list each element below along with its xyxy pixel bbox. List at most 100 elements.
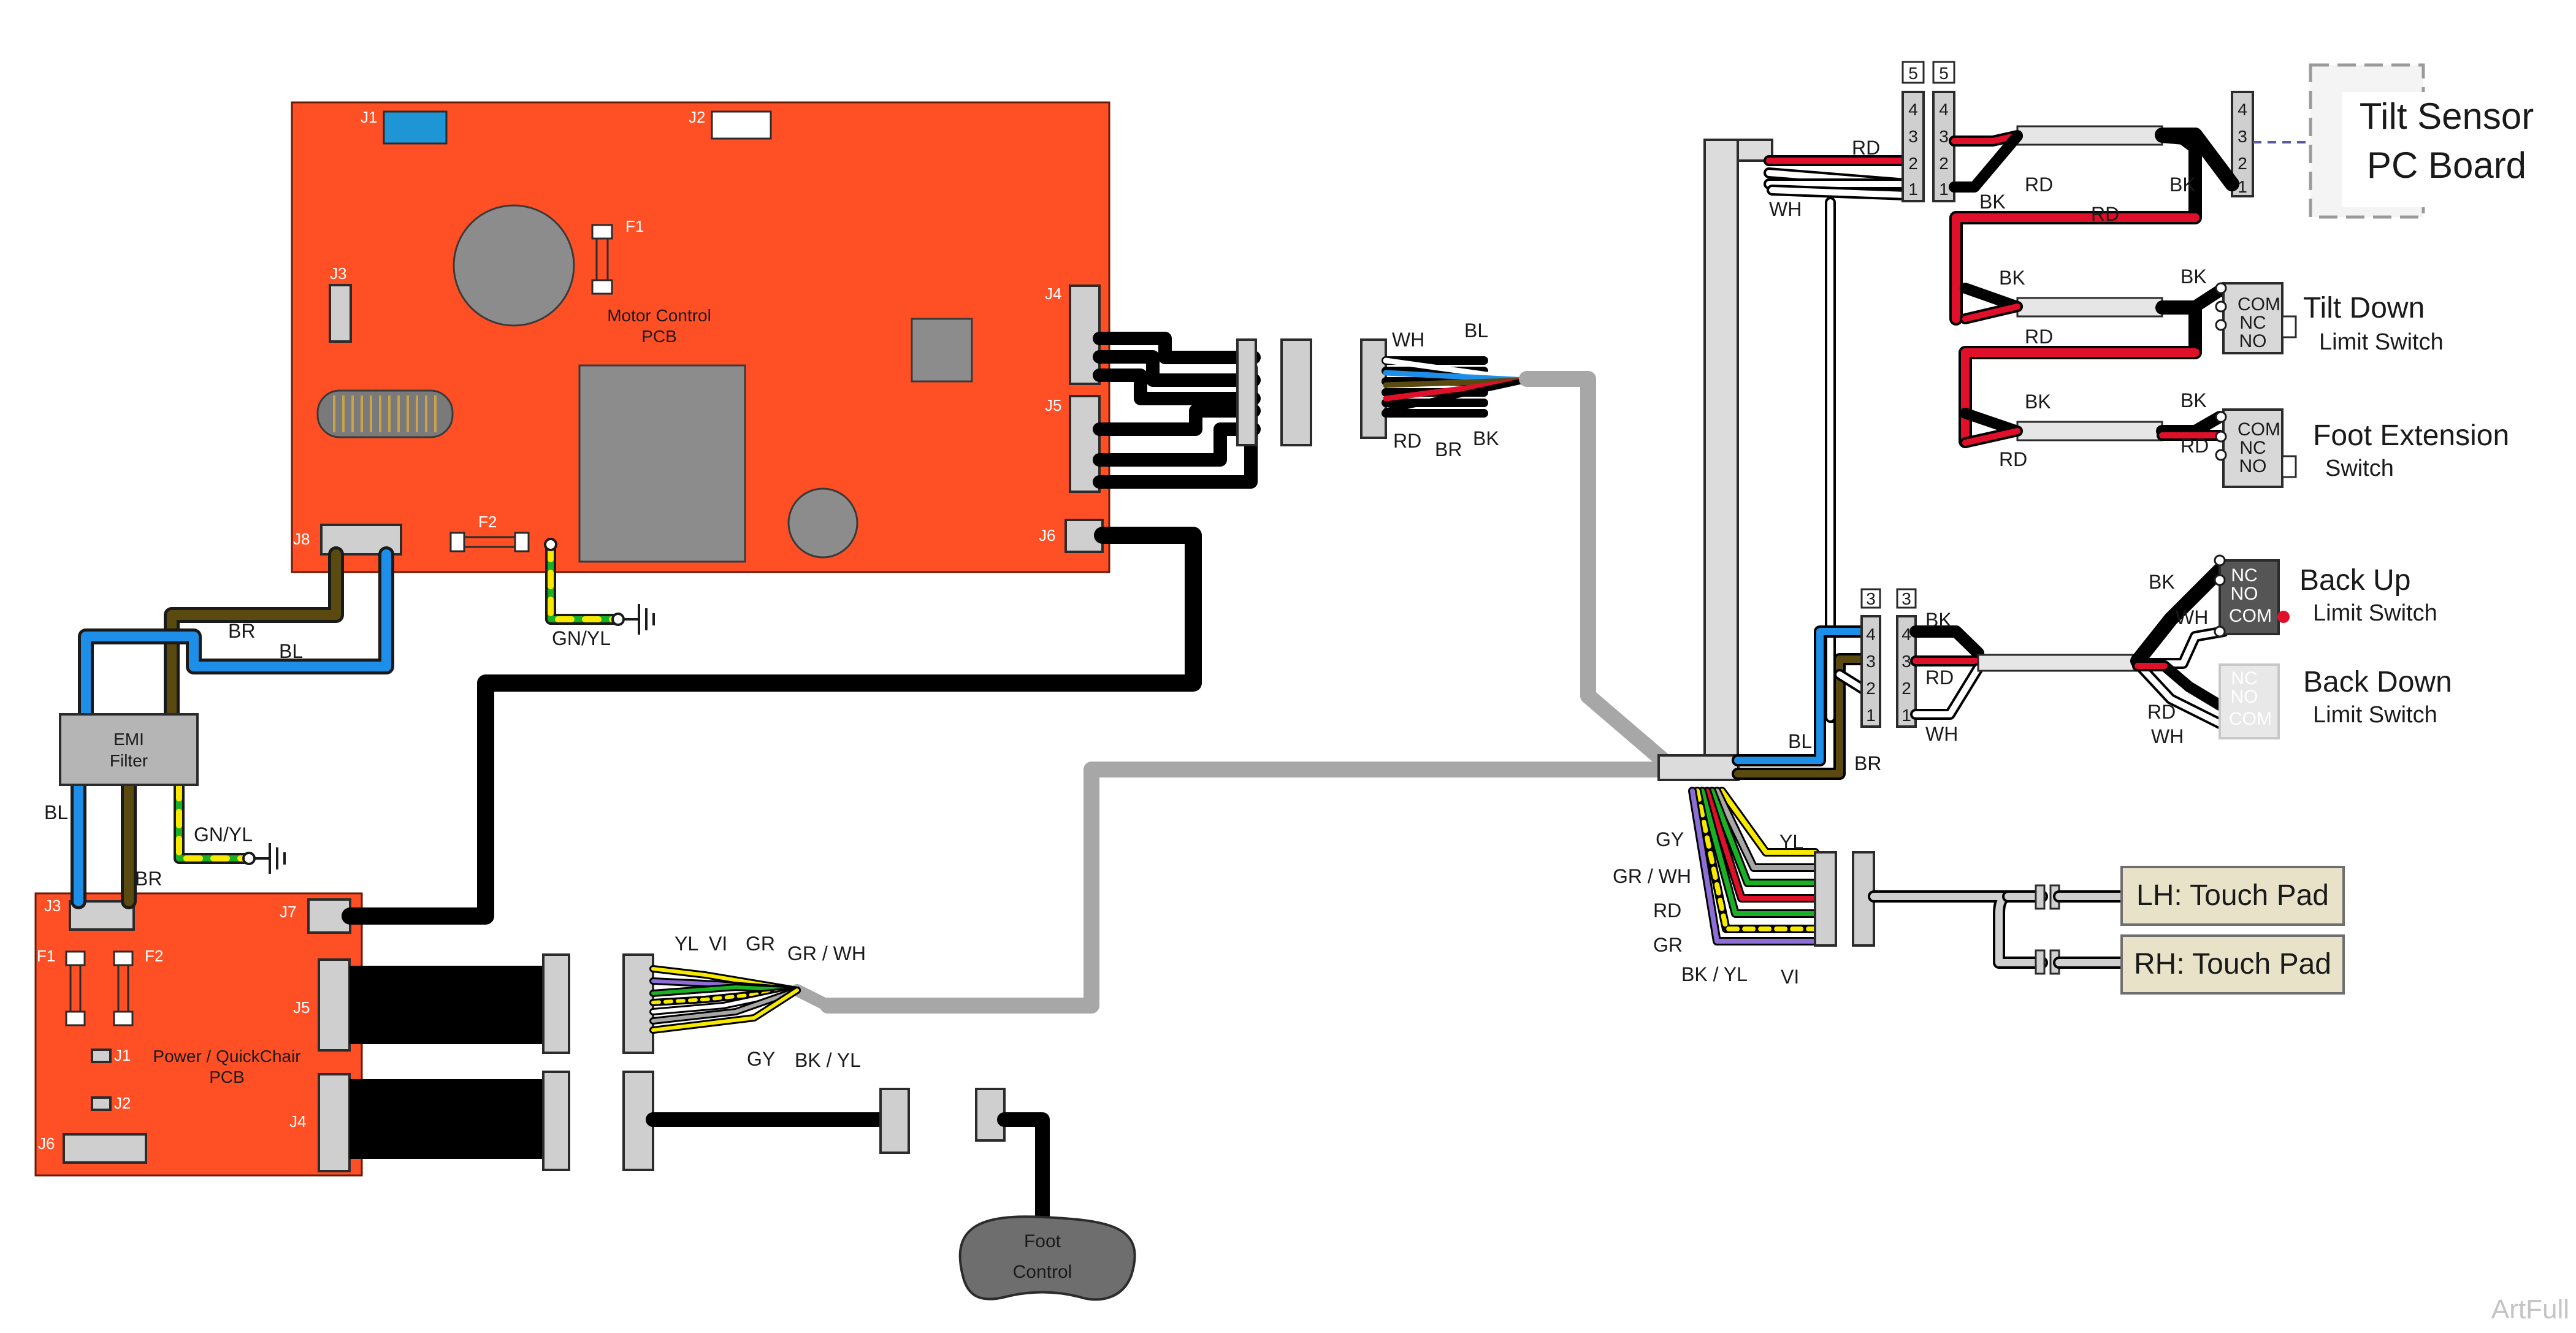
- tilt-sensor-title-line1: Tilt Sensor: [2360, 96, 2534, 137]
- back-up-name: Back Up: [2299, 564, 2410, 597]
- foot-control: Foot Control: [958, 1215, 1136, 1301]
- wire-label-rd: RD: [1925, 666, 1954, 689]
- pin-label: 3: [1908, 127, 1918, 146]
- motor-pcb-j2-connector: [711, 110, 772, 140]
- wire-label-gr: GR: [746, 933, 775, 955]
- motor-pcb-j1-label: J1: [361, 108, 377, 126]
- wire-label-rd: RD: [1999, 448, 2027, 470]
- touch-pad-harness: [1688, 787, 2128, 975]
- wire-label-gn-yl: GN/YL: [194, 823, 253, 846]
- tilt-down-limit-switch: COM NC NO Tilt Down Limit Switch: [2215, 282, 2444, 355]
- foot-extension-switch: COM NC NO Foot Extension Switch: [2215, 408, 2509, 488]
- touch-pad-harness-plug: [1814, 851, 1837, 947]
- watermark-text: ArtFull: [2491, 1294, 2569, 1324]
- motor-pcb-j5-connector: [1069, 395, 1101, 493]
- motor-pcb-j3-connector: [329, 284, 352, 343]
- pin-label: 4: [1901, 625, 1911, 644]
- pin-label: 2: [1901, 679, 1911, 698]
- tilt-down-sub: Limit Switch: [2319, 329, 2444, 355]
- foot-control-cable: [646, 1088, 1050, 1234]
- pin-label: 3: [1866, 652, 1876, 671]
- wire-label-bk: BK: [1925, 609, 1952, 631]
- wire-label-bl: BL: [1464, 319, 1488, 342]
- motor-pcb-title-line1: Motor Control: [607, 306, 711, 325]
- terminal-nc: NC: [2231, 668, 2257, 689]
- motor-to-power-cable: [342, 527, 1202, 925]
- power-pcb-fuse-f1: [65, 950, 86, 1026]
- wire-label-bk: BK: [1979, 191, 2006, 213]
- wire-label-br: BR: [1854, 752, 1881, 774]
- power-pcb-j2-connector: [91, 1096, 112, 1111]
- wire-label-bl: BL: [1788, 730, 1812, 752]
- foot-cable-plug: [879, 1088, 910, 1154]
- motor-harness: [1093, 332, 1530, 489]
- terminal-com: COM: [2229, 709, 2272, 729]
- wire-label-br: BR: [228, 620, 255, 642]
- back-switch-wiring: 3 3 4 3 2 1 4 3 2 1: [1732, 563, 2229, 780]
- wire-label-yl: YL: [675, 933, 698, 955]
- motor-pcb-j2-label: J2: [689, 108, 705, 126]
- pin-label: 1: [1908, 180, 1918, 199]
- wire-label-bk: BK: [2180, 389, 2207, 411]
- terminal-com: COM: [2229, 606, 2272, 626]
- wire-label-bk: BK: [1999, 267, 2025, 289]
- pin-label: 1: [1939, 180, 1949, 199]
- power-pcb-j3-label: J3: [44, 896, 61, 915]
- back-down-limit-switch: NC NO COM Back Down Limit Switch: [2219, 663, 2452, 739]
- motor-pcb-j3-label: J3: [330, 264, 346, 283]
- rh-touch-pad-label: RH: Touch Pad: [2134, 948, 2331, 980]
- wire-label-gr-wh: GR / WH: [787, 942, 866, 964]
- wire-label-rd: RD: [2147, 701, 2176, 723]
- wire-label-bk: BK: [2180, 265, 2207, 288]
- pin-label: 2: [1866, 679, 1876, 698]
- j5-cable-plug: [542, 953, 570, 1054]
- wire-label-gy: GY: [747, 1048, 775, 1070]
- pin-label: 3: [2238, 127, 2247, 146]
- terminal-no: NO: [2239, 331, 2267, 351]
- motor-pcb-heatsink: [578, 364, 746, 563]
- motor-pcb-j6-label: J6: [1039, 526, 1055, 544]
- power-pcb-title-line1: Power / QuickChair: [153, 1047, 300, 1066]
- wire-label-rd: RD: [2091, 203, 2119, 225]
- tilt-sensor-title-line2: PC Board: [2367, 145, 2526, 186]
- motor-pcb-title-line2: PCB: [641, 327, 677, 346]
- terminal-nc: NC: [2239, 313, 2266, 333]
- wire-label-rd: RD: [2180, 435, 2209, 457]
- wire-label-vi: VI: [1781, 966, 1799, 988]
- wire-label-bk: BK: [2169, 174, 2196, 196]
- motor-pcb-capacitor-small: [787, 487, 858, 559]
- ac-wiring: [71, 540, 619, 909]
- motor-harness-plug: [1236, 338, 1257, 446]
- foot-control-line1: Foot: [1024, 1231, 1061, 1251]
- power-pcb-j7-label: J7: [280, 903, 296, 921]
- power-pcb-j4-connector: [318, 1073, 351, 1172]
- power-quickchair-pcb: J3 J7 J5 J4 J6 J1 J2 F1 F2 Power / Quick…: [34, 892, 363, 1177]
- pin-label: 3: [1901, 652, 1911, 671]
- motor-pcb-j4-label: J4: [1045, 285, 1061, 303]
- wire-label-bk-yl: BK / YL: [1681, 963, 1748, 985]
- wire-label-rd: RD: [2025, 326, 2053, 348]
- power-pcb-j5-label: J5: [293, 998, 310, 1017]
- foot-control-line2: Control: [1013, 1262, 1072, 1282]
- wire-label-gr: GR: [1653, 934, 1683, 956]
- harness-manifold: [1657, 139, 1773, 781]
- terminal-nc: NC: [2231, 565, 2257, 586]
- pin-label: 1: [1866, 706, 1876, 725]
- power-pcb-cables: [350, 953, 654, 1171]
- terminal-no: NO: [2231, 687, 2258, 707]
- pin-label: 1: [2238, 177, 2247, 196]
- motor-harness-receptacle: [1280, 338, 1312, 446]
- foot-extension-name: Foot Extension: [2313, 419, 2509, 452]
- tilt-connector-pair: 5 5 4 3 2 1 4 3 2 1: [1901, 61, 1955, 202]
- wire-label-gn-yl: GN/YL: [552, 627, 611, 649]
- pin-label: 4: [2238, 100, 2247, 119]
- motor-pcb-fuse-f1: [591, 224, 613, 295]
- power-pcb-j1-label: J1: [114, 1046, 131, 1064]
- power-pcb-j5-connector: [318, 958, 351, 1052]
- tilt-sensor-pc-board: Tilt Sensor PC Board: [2309, 63, 2569, 219]
- motor-pcb-j8-label: J8: [293, 530, 310, 548]
- pin-label: 4: [1939, 100, 1949, 119]
- tilt-sensor-connector: 4 3 2 1: [2231, 91, 2310, 197]
- power-pcb-f1-label: F1: [37, 947, 55, 965]
- connector-position-label: 3: [1901, 589, 1911, 608]
